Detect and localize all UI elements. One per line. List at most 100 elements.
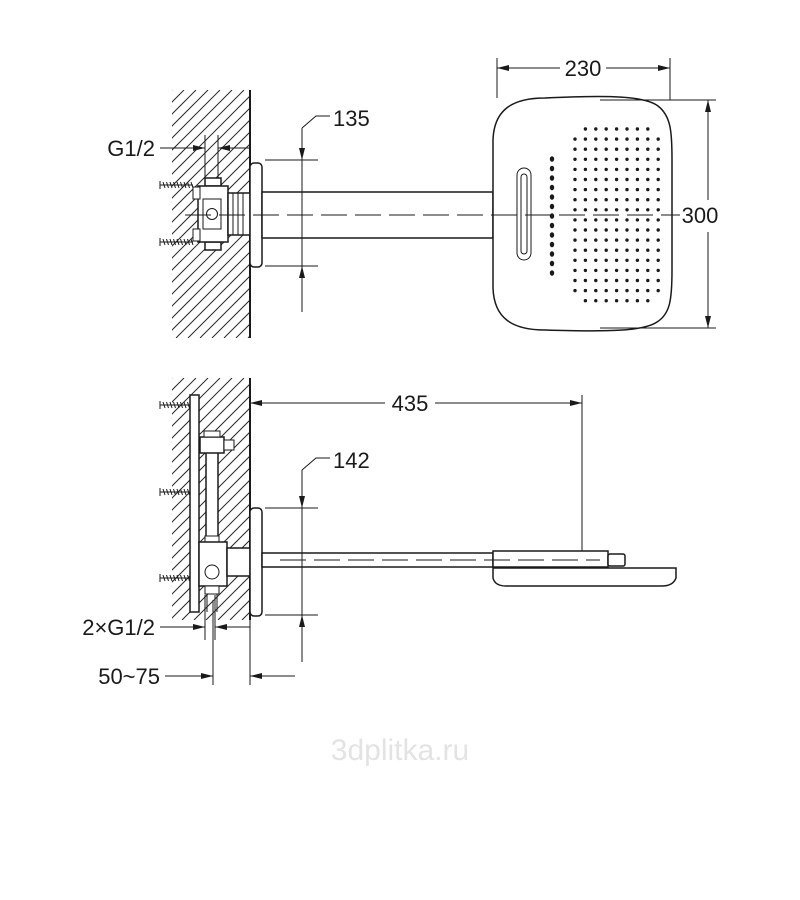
nozzle-dot xyxy=(583,268,588,273)
nozzle-slot-dot xyxy=(549,156,555,162)
nozzle-dot xyxy=(646,157,650,161)
dimension-thread-side: 2×G1/2 xyxy=(82,595,250,640)
nozzle-dot xyxy=(583,299,588,303)
nozzle-dot xyxy=(604,248,608,252)
nozzle-dot xyxy=(583,218,588,222)
dim-label-thread-side: 2×G1/2 xyxy=(82,615,155,640)
nozzle-dot xyxy=(635,228,640,232)
nozzle-dot xyxy=(646,198,650,202)
nozzle-dot xyxy=(614,268,619,273)
screw-thread xyxy=(169,574,173,582)
screw-thread xyxy=(173,488,176,496)
nozzle-dot xyxy=(583,157,588,161)
nozzle-dot xyxy=(583,137,588,141)
dim-label-flange-side: 142 xyxy=(333,448,370,473)
nozzle-dot xyxy=(604,127,608,131)
nozzle-dot xyxy=(646,258,650,262)
nozzle-dot xyxy=(625,137,629,141)
threaded-outlet xyxy=(227,192,251,236)
wall-screws-side xyxy=(159,401,190,582)
hatch-line xyxy=(175,263,250,338)
dimension-head-width: 230 xyxy=(496,56,671,100)
nozzle-dot xyxy=(604,288,608,293)
nozzle-dot xyxy=(594,288,598,293)
nozzle-dot xyxy=(594,208,598,212)
screw-thread xyxy=(162,488,166,496)
nozzle-dot xyxy=(646,208,650,212)
nozzle-dot xyxy=(573,288,577,293)
nozzle-dot xyxy=(625,218,629,222)
screw-thread xyxy=(183,488,187,496)
valve-port xyxy=(206,208,218,220)
nozzle-dot xyxy=(573,218,577,222)
nozzle-dot xyxy=(573,258,577,262)
nozzle-dot xyxy=(573,238,577,242)
nozzle-dot xyxy=(583,187,588,192)
hex-nut-lower xyxy=(192,228,201,242)
wall-screw xyxy=(159,181,194,189)
nozzle-dot xyxy=(646,278,650,283)
nozzle-dot xyxy=(656,157,660,161)
nozzle-dot xyxy=(625,208,629,212)
nozzle-dot xyxy=(625,258,629,262)
nozzle-slot-dot xyxy=(549,260,555,267)
hatch-line xyxy=(187,275,250,338)
screw-thread xyxy=(162,401,166,409)
screw-thread xyxy=(166,401,169,409)
screw-thread xyxy=(169,238,173,246)
screw-thread xyxy=(173,401,176,409)
nozzle-dot xyxy=(625,288,629,293)
hatch-line xyxy=(172,503,250,583)
dimension-wall-depth: 50~75 xyxy=(98,600,295,689)
nozzle-dot xyxy=(656,268,660,273)
nozzle-dot xyxy=(594,167,598,172)
screw-thread xyxy=(180,238,183,246)
nozzle-dot xyxy=(646,238,650,242)
hatch-line xyxy=(172,90,173,91)
hatch-line xyxy=(172,378,185,391)
hatch-line xyxy=(172,515,250,595)
hatch-line xyxy=(172,227,250,307)
nozzle-dot xyxy=(583,248,588,252)
hatch-line xyxy=(172,251,250,331)
nozzle-dot xyxy=(573,157,577,161)
leader-line xyxy=(301,115,330,129)
hatch-line xyxy=(172,479,250,559)
nozzle-dot xyxy=(656,258,660,262)
nozzle-column xyxy=(549,156,555,276)
nozzle-dot xyxy=(646,228,650,232)
nozzle-dot xyxy=(614,288,619,293)
hatch-line xyxy=(199,287,250,338)
screw-thread xyxy=(173,574,176,582)
nozzle-dot xyxy=(573,167,577,172)
nozzle-dot xyxy=(635,299,640,303)
mixer-body-front xyxy=(192,177,251,251)
screw-thread xyxy=(187,238,190,246)
hatch-line xyxy=(205,575,250,620)
wall-screw xyxy=(159,238,194,246)
nozzle-dot xyxy=(635,278,640,283)
nozzle-dot xyxy=(646,248,650,252)
nozzle-dot xyxy=(646,167,650,172)
hatch-line xyxy=(172,378,197,403)
nozzle-dot xyxy=(594,137,598,141)
hatch-line xyxy=(172,378,245,451)
wall-screw xyxy=(159,401,190,409)
dim-label-wall-depth: 50~75 xyxy=(98,664,160,689)
screw-thread xyxy=(173,181,176,189)
nozzle-dot xyxy=(625,278,629,283)
nozzle-dot xyxy=(614,147,619,151)
hatch-line xyxy=(172,90,185,103)
screw-thread xyxy=(176,181,180,189)
nozzle-dot xyxy=(614,278,619,283)
dimension-flange-side: 142 xyxy=(265,448,370,662)
nozzle-dot xyxy=(614,208,619,212)
nozzle-dot xyxy=(604,208,608,212)
nozzle-dot xyxy=(594,228,598,232)
nozzle-dot xyxy=(625,228,629,232)
top-fitting-cap xyxy=(203,430,221,438)
nozzle-dot xyxy=(656,187,660,192)
nozzle-dot xyxy=(573,137,577,141)
nozzle-dot xyxy=(656,167,660,172)
nozzle-dot xyxy=(614,248,619,252)
